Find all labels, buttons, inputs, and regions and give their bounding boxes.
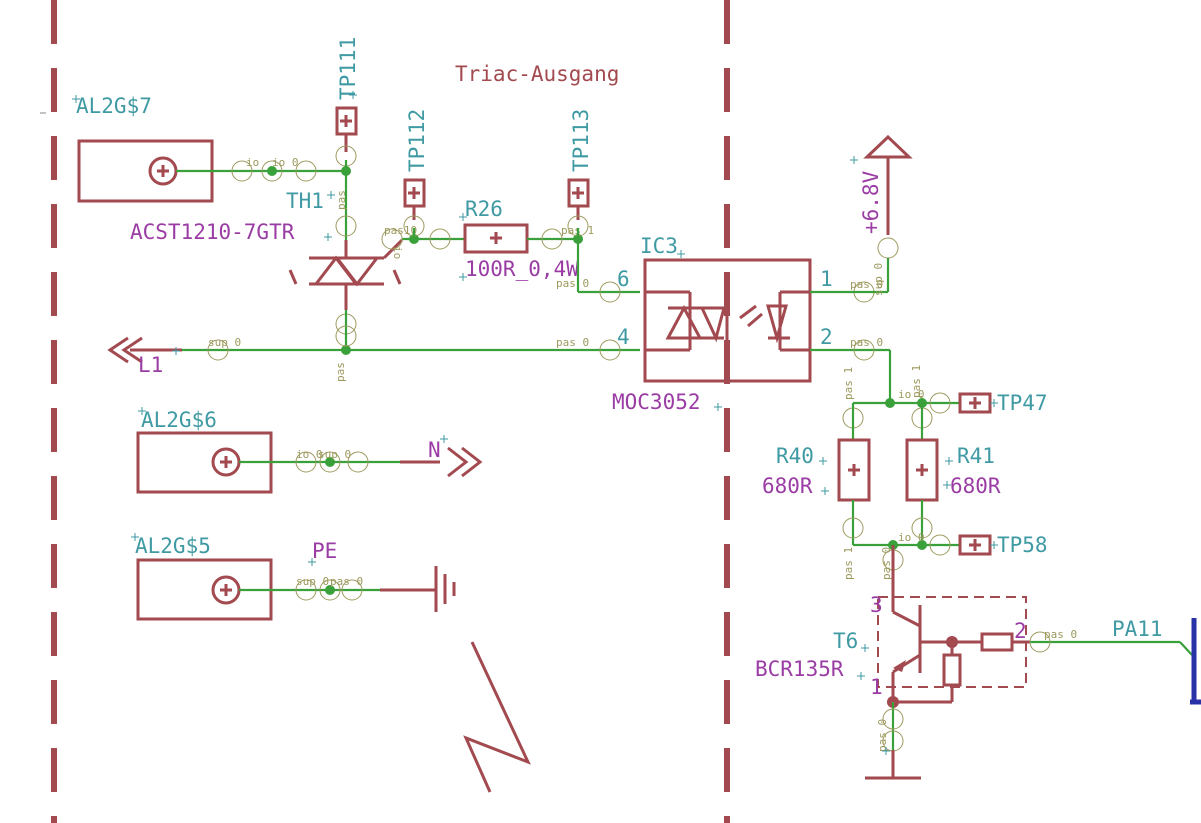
svg-text:sup 0: sup 0 [872,263,885,296]
testpoint-tp111[interactable]: TP111 [335,37,360,167]
resistor-r41[interactable]: R41 680R [905,403,1001,502]
svg-text:io 0: io 0 [898,531,925,544]
testpoint-tp58[interactable]: TP58 [958,533,1048,557]
svg-text:pas 0: pas 0 [330,575,363,588]
triac-th1[interactable]: TH1 ACST1210-7GTR [130,189,404,310]
terminal-al5[interactable]: AL2G$5 [131,533,273,621]
sheet-title: Triac-Ausgang [455,62,619,86]
ic3-pin6: 6 [617,267,630,291]
ic3-pin2: 2 [820,325,833,349]
svg-text:io: io [246,156,259,169]
net-l1[interactable]: L1 [107,336,182,377]
t6-value: BCR135R [755,657,844,681]
svg-text:pas 0: pas 0 [850,336,883,349]
ic3-pin1: 1 [820,267,833,291]
optocoupler-ic3[interactable]: IC3 MOC3052 6 4 1 2 [612,234,833,414]
svg-text:sup 0: sup 0 [296,575,329,588]
svg-text:pas 0: pas 0 [876,719,889,752]
supply-label: +6.8V [859,170,883,234]
n-label: N [428,438,441,462]
net-n[interactable]: N [400,435,483,478]
pa11-label: PA11 [1112,617,1163,641]
testpoint-tp112[interactable]: TP112 [403,109,429,237]
ic3-pin4: 4 [617,325,630,349]
r41-name: R41 [957,444,995,468]
transistor-t6[interactable]: 3 2 1 T6 BCR135R [755,545,1030,708]
resistor-r40[interactable]: R40 680R [762,403,871,502]
tp113-label: TP113 [569,109,593,172]
svg-text:io 0: io 0 [272,156,299,169]
svg-text:pas 1: pas 1 [910,365,923,398]
svg-text:pas 1: pas 1 [842,547,855,580]
svg-text:pas 0: pas 0 [1044,628,1077,641]
testpoint-tp113[interactable]: TP113 [567,109,593,237]
terminal-al6[interactable]: AL2G$6 [136,407,273,494]
t6-pin1: 1 [870,675,883,699]
r26-value: 100R_0,4W [465,257,579,281]
zigzag-mark [463,641,531,793]
svg-text:sup 0: sup 0 [208,336,241,349]
svg-text:pas 0: pas 0 [556,336,589,349]
tp47-label: TP47 [997,391,1048,415]
terminal-al6-name: AL2G$6 [141,408,217,432]
l1-label: L1 [138,353,163,377]
r40-name: R40 [776,444,814,468]
svg-text:pas 0: pas 0 [880,547,893,580]
svg-text:pas: pas [335,190,348,210]
tp111-label: TP111 [336,37,360,100]
tp58-label: TP58 [997,533,1048,557]
svg-text:pas 0: pas 0 [850,278,883,291]
th1-value: ACST1210-7GTR [130,220,295,244]
svg-text:sup 0: sup 0 [318,448,351,461]
supply-6v8[interactable]: +6.8V [850,134,913,235]
svg-text:io 0: io 0 [296,448,323,461]
svg-text:io 0: io 0 [898,388,925,401]
r40-value: 680R [762,474,813,498]
svg-text:pas 1: pas 1 [842,367,855,400]
pe-label: PE [312,539,337,563]
terminal-al7-name: AL2G$7 [76,94,152,118]
svg-text:pas 0: pas 0 [556,277,589,290]
th1-name: TH1 [286,189,324,213]
net-pe[interactable]: PE [308,539,456,612]
terminal-al5-name: AL2G$5 [135,534,211,558]
t6-name: T6 [833,629,858,653]
ic3-name: IC3 [640,234,678,258]
testpoint-tp47[interactable]: TP47 [958,391,1048,415]
ground-symbol-gnd [865,747,921,780]
r41-value: 680R [950,474,1001,498]
tp112-label: TP112 [405,109,429,172]
terminal-al7[interactable]: AL2G$7 [72,94,214,203]
svg-text:io: io [391,246,404,259]
svg-text:pas10: pas10 [384,224,417,237]
ic3-value: MOC3052 [612,390,701,414]
t6-pin3: 3 [870,593,883,617]
r26-name: R26 [465,197,503,221]
svg-text:pas: pas [334,362,347,382]
t6-pin2: 2 [1014,619,1027,643]
